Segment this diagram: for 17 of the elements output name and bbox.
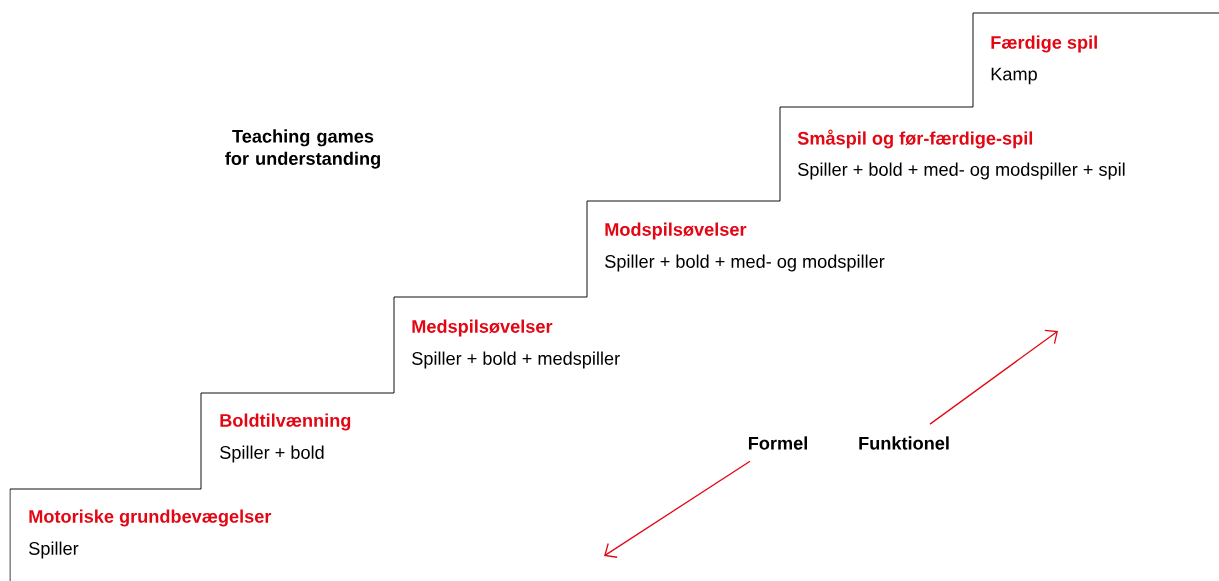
title: Teaching games for understanding	[225, 129, 380, 169]
arrow	[604, 460, 751, 558]
step-description: Spiller + bold + med- og modspiller	[605, 254, 885, 272]
step-heading: Modspilsøvelser	[605, 222, 747, 240]
step-description: Spiller + bold	[220, 445, 324, 463]
step-heading: Færdige spil	[991, 35, 1097, 53]
step-description: Kamp	[991, 67, 1037, 85]
arrow	[929, 329, 1058, 425]
step-description: Spiller + bold + medspiller	[412, 351, 620, 369]
step-description: Spiller + bold + med- og modspiller + spil	[798, 162, 1125, 180]
axis-label: Funktionel	[859, 436, 949, 450]
step-heading: Småspil og før-færdige-spil	[797, 129, 1033, 149]
step-heading: Boldtilvænning	[220, 413, 351, 431]
step-heading: Motoriske grundbevægelser	[29, 509, 272, 527]
step-heading: Medspilsøvelser	[412, 319, 553, 337]
axis-label: Formel	[748, 436, 807, 450]
step-description: Spiller	[29, 541, 79, 559]
